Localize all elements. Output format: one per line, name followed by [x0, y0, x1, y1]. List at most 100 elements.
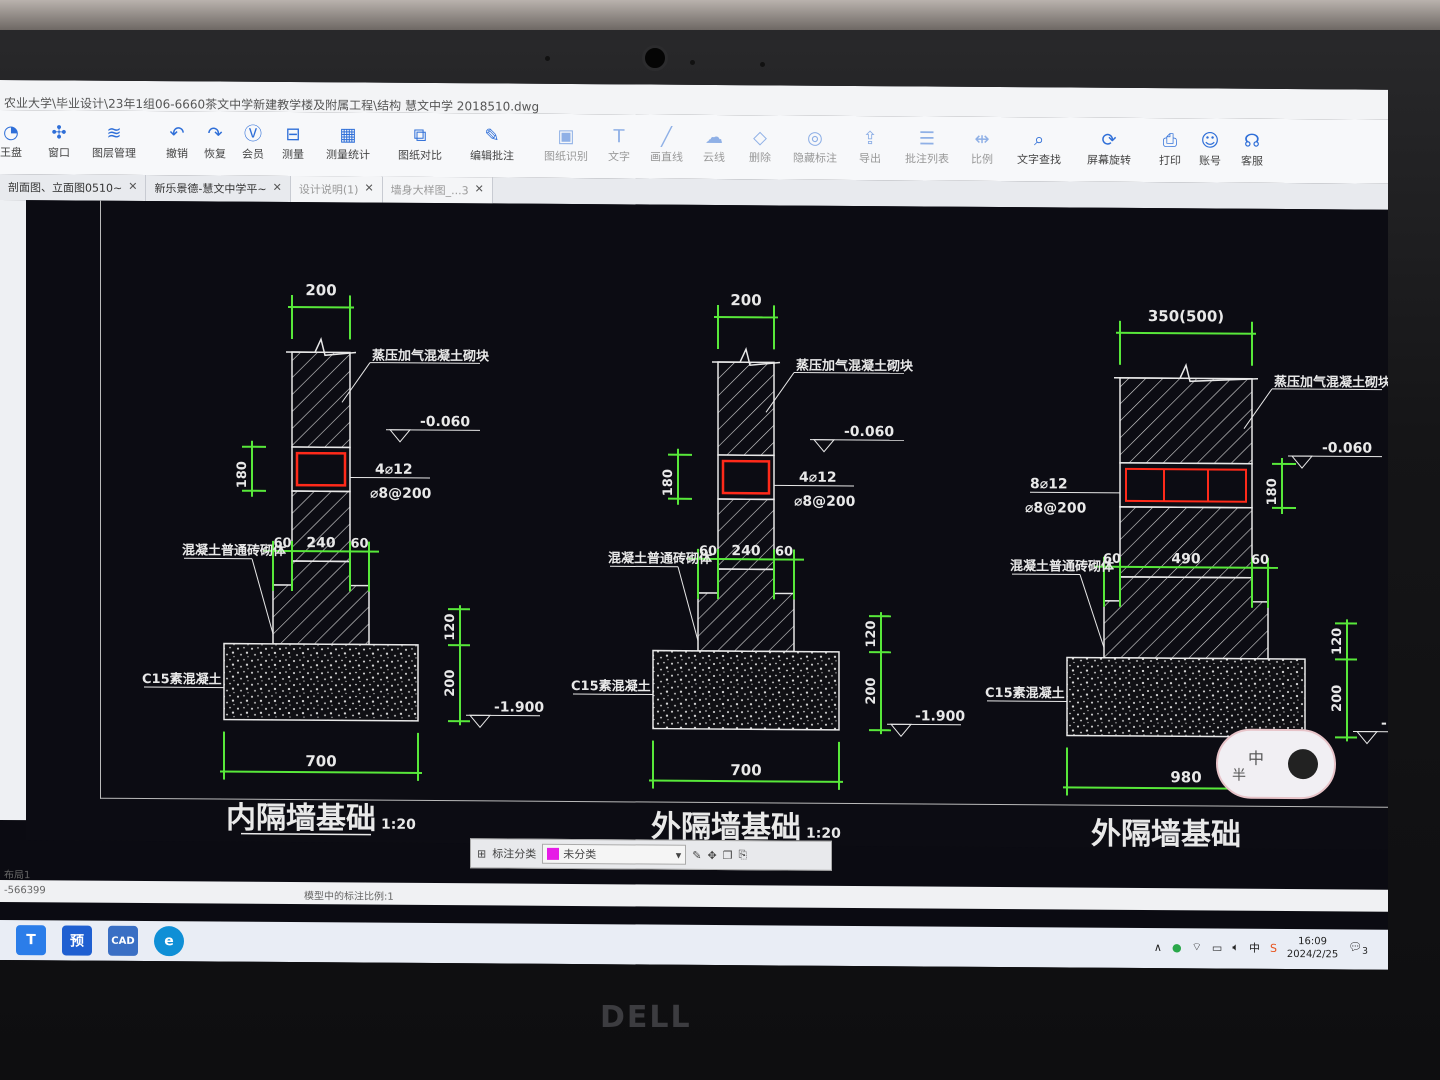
taskbar-app-t[interactable]: T: [16, 925, 46, 956]
toolbar-headset-button[interactable]: ☊客服: [1241, 131, 1263, 169]
leader-line: [1030, 491, 1120, 494]
wechat-icon[interactable]: ●: [1171, 940, 1182, 954]
webcam: [642, 45, 668, 71]
dimension-beam-height: 180: [1265, 478, 1280, 505]
wall-material-label: 蒸压加气混凝土砌块: [1274, 374, 1388, 391]
measure-stats-icon: ▦: [339, 124, 357, 146]
edit-icon[interactable]: ✎: [692, 848, 702, 862]
taskbar-clock[interactable]: 16:09 2024/2/25: [1287, 935, 1338, 961]
eraser-icon: ◇: [753, 127, 767, 149]
tab-floor-plan[interactable]: 新乐景德-慧文中学平~ ✕: [146, 175, 291, 203]
notification-icon[interactable]: 💬︎3: [1348, 940, 1368, 957]
toolbar-layers-button[interactable]: ≋图层管理: [92, 123, 136, 161]
toolbar-text-search-button[interactable]: ⌕文字查找: [1017, 129, 1061, 167]
close-icon[interactable]: ✕: [128, 179, 138, 193]
toolbar-export-button[interactable]: ⇪导出: [859, 128, 881, 166]
leader-line: [765, 372, 795, 413]
toolbar-redo-button[interactable]: ↷恢复: [204, 123, 226, 161]
toolbar-label: 比例: [971, 152, 993, 166]
base-wall-material-label: 混凝土普通砖砌体: [608, 550, 713, 567]
elevation-line: [386, 429, 480, 431]
tab-wall-detail[interactable]: 墙身大样图_...3 ✕: [382, 176, 493, 204]
category-label: 标注分类: [492, 847, 537, 861]
taskbar-app-preview[interactable]: 预: [62, 925, 92, 956]
concrete-base: [652, 649, 840, 731]
toolbar-label: 测量统计: [326, 148, 370, 162]
toolbar-measure-stats-button[interactable]: ▦ 测量统计: [326, 124, 370, 162]
line-icon: ╱: [661, 126, 672, 148]
disk-icon: ◔: [3, 122, 19, 144]
tab-label: 新乐景德-慧文中学平~: [154, 182, 267, 196]
dell-logo: DELL: [600, 1000, 692, 1035]
toolbar-scale-button[interactable]: ⇹ 比例: [971, 129, 993, 167]
annotation-category-bar: ⊞ 标注分类 未分类 ▾ ✎ ✥ ❐ ⎘: [470, 838, 832, 871]
category-grid-icon[interactable]: ⊞: [477, 846, 487, 860]
clock-date: 2024/2/25: [1286, 948, 1339, 961]
toolbar-label: 撤销: [166, 147, 188, 161]
toolbar-hide-button[interactable]: ◎隐藏标注: [793, 128, 837, 166]
toolbar-label: 画直线: [650, 150, 683, 164]
ime-floating-widget[interactable]: 中 半: [1216, 728, 1336, 800]
toolbar-eraser-button[interactable]: ◇删除: [749, 127, 771, 165]
toolbar-label: 云线: [703, 150, 725, 165]
chevron-up-icon[interactable]: ∧: [1153, 940, 1162, 954]
dimension-step-mid: 240: [731, 543, 760, 559]
dimension-top-width: 200: [730, 291, 761, 309]
export-icon: ⇪: [862, 128, 878, 150]
toolbar-undo-button[interactable]: ↶撤销: [166, 123, 188, 161]
toolbar-label: 会员: [242, 147, 264, 161]
dimension-step-right: 60: [1251, 553, 1269, 568]
paste-icon[interactable]: ⎘: [738, 848, 748, 862]
copy-icon[interactable]: ❐: [722, 848, 733, 862]
toolbar-text-button[interactable]: T 文字: [608, 126, 630, 164]
redo-icon: ↷: [207, 123, 223, 145]
close-icon[interactable]: ✕: [364, 181, 374, 195]
toolbar-account-button[interactable]: ☺账号: [1199, 130, 1221, 168]
battery-icon[interactable]: ▭: [1211, 940, 1223, 955]
tab-section-drawings[interactable]: 剖面图、立面图0510~✕: [0, 174, 147, 202]
dimension-step-left: 60: [1103, 552, 1121, 567]
taskbar-app-edge[interactable]: e: [154, 926, 184, 957]
scale-icon: ⇹: [974, 128, 990, 150]
toolbar-line-button[interactable]: ╱ 画直线: [650, 127, 683, 165]
side-panel[interactable]: [0, 200, 26, 821]
toolbar-window-button[interactable]: ✣窗口: [48, 122, 70, 160]
category-select[interactable]: 未分类 ▾: [542, 843, 687, 865]
toolbar-measure-button[interactable]: ⊟测量: [282, 124, 304, 162]
leader-line: [251, 558, 274, 635]
close-icon[interactable]: ✕: [474, 182, 484, 196]
elevation-line: [887, 723, 961, 726]
dimension-200: 200: [864, 677, 879, 704]
close-icon[interactable]: ✕: [272, 180, 282, 194]
toolbar-rotate-screen-button[interactable]: ⟳屏幕旋转: [1087, 130, 1131, 168]
sogou-icon[interactable]: S: [1269, 941, 1277, 955]
wifi-icon[interactable]: ⌔: [1191, 940, 1202, 954]
toolbar-label: 文字: [608, 150, 630, 164]
taskbar-app-cad[interactable]: CAD: [108, 925, 138, 956]
tab-label: 墙身大样图_...3: [390, 183, 469, 198]
ime-indicator[interactable]: 中: [1248, 941, 1260, 955]
dimension-120: 120: [864, 620, 879, 647]
edit-annotation-icon: ✎: [484, 125, 500, 147]
toolbar-label: 图层管理: [92, 146, 136, 160]
toolbar-recognize-button[interactable]: ▣图纸识别: [544, 126, 588, 164]
elevation-line: [1288, 455, 1382, 458]
wall-material-label: 蒸压加气混凝土砌块: [372, 348, 490, 365]
toolbar-cloud-line-button[interactable]: ☁云线: [703, 127, 725, 165]
text-icon: T: [613, 126, 625, 148]
layout-tab[interactable]: 布局1: [4, 870, 31, 882]
concrete-base: [223, 642, 419, 722]
toolbar-disk-button[interactable]: ◔王盘: [0, 122, 22, 160]
tab-design-notes[interactable]: 设计说明(1)✕: [290, 176, 383, 203]
dimension-line: [1094, 565, 1278, 569]
toolbar-print-button[interactable]: ⎙打印: [1159, 130, 1181, 168]
volume-icon[interactable]: 🔈︎: [1232, 940, 1239, 954]
leader-line: [144, 686, 224, 689]
move-icon[interactable]: ✥: [707, 848, 717, 862]
toolbar-edit-annotation-button[interactable]: ✎编辑批注: [470, 125, 514, 163]
toolbar-compare-button[interactable]: ⧉图纸对比: [398, 125, 442, 163]
cloud-line-icon: ☁: [705, 126, 723, 149]
toolbar-annotation-list-button[interactable]: ☰批注列表: [905, 128, 949, 166]
